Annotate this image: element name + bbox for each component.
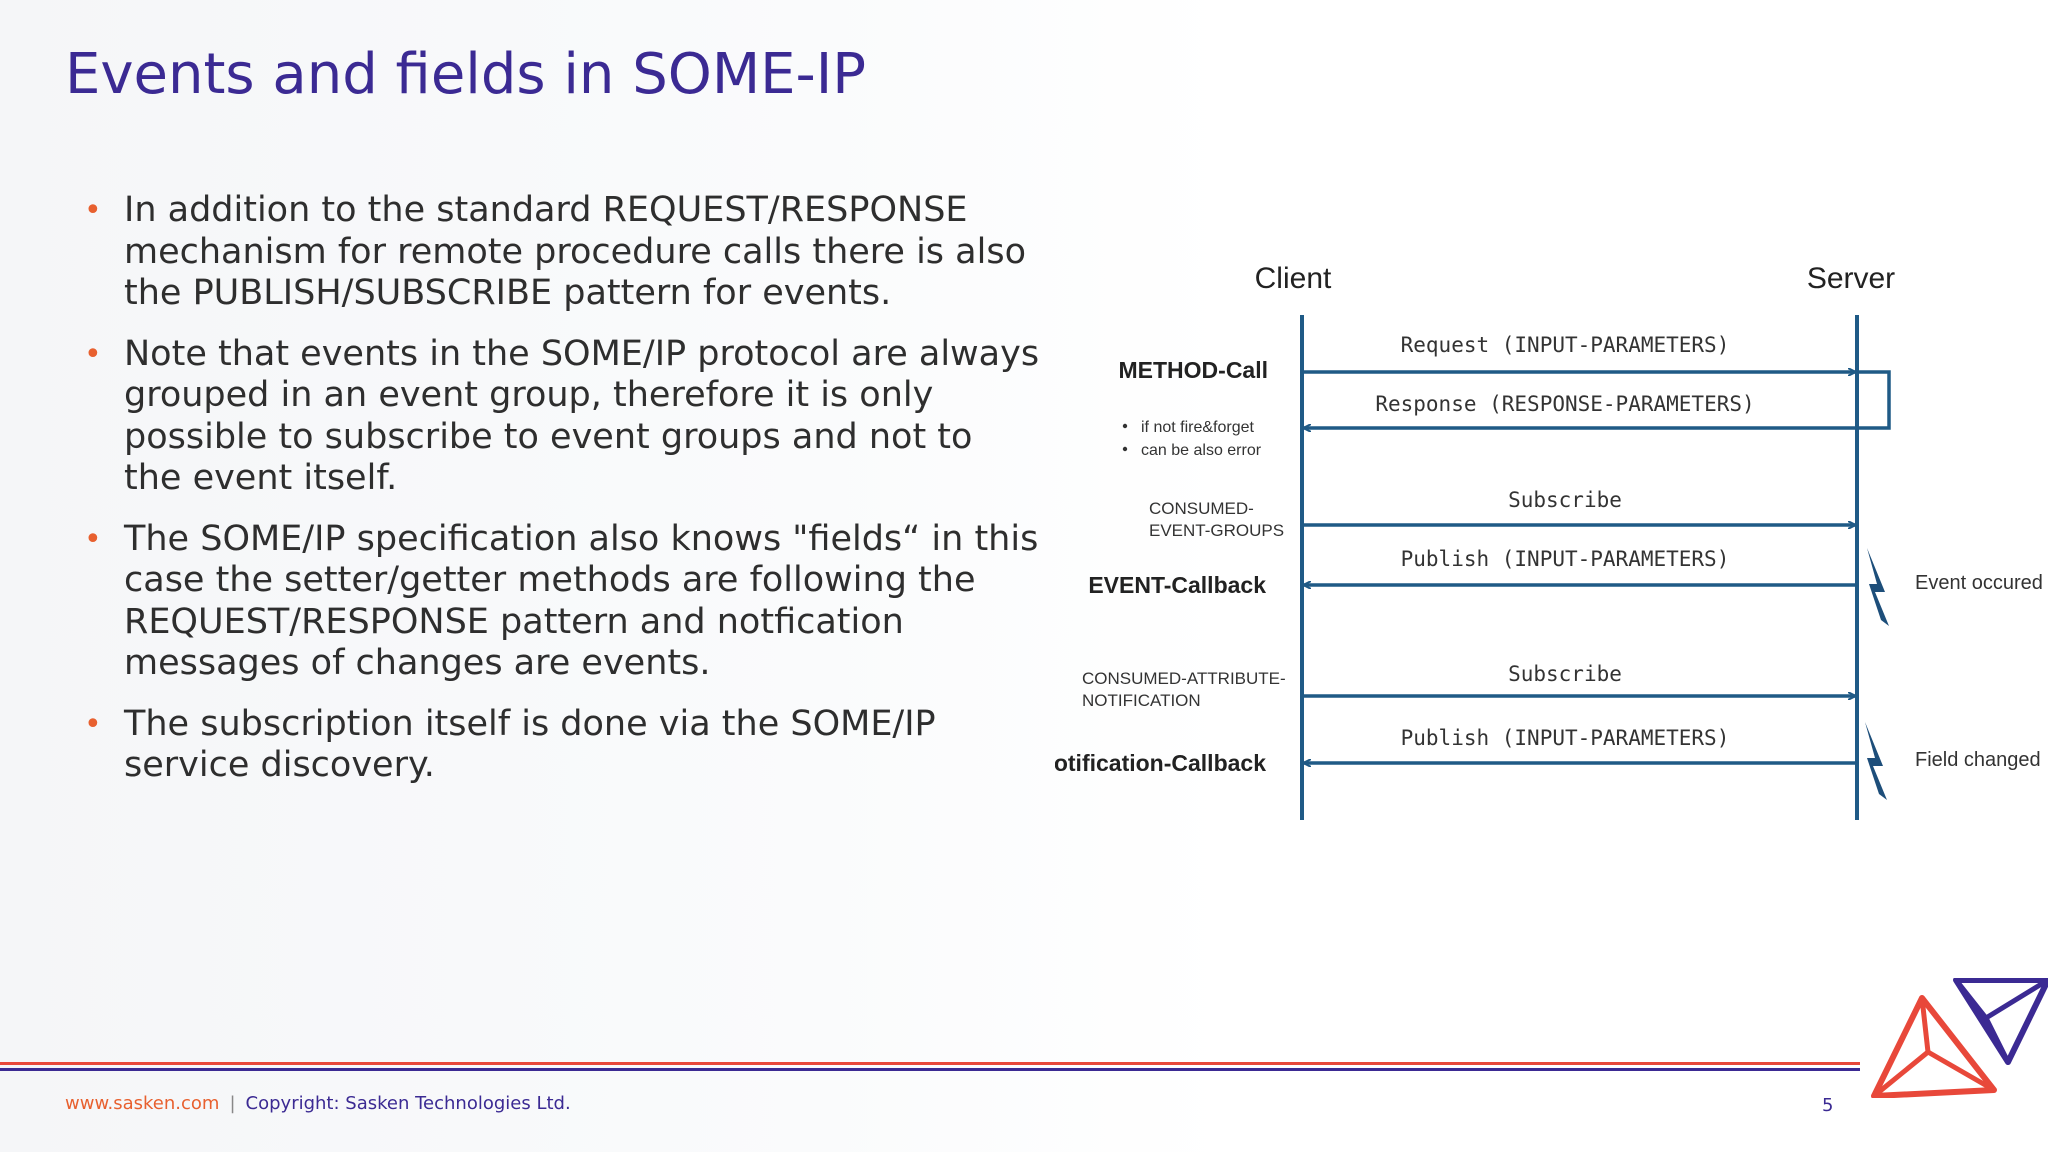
response-label: Response (RESPONSE-PARAMETERS) [1375,392,1754,416]
bullet-dot-icon [1122,446,1128,452]
bullet-item: • In addition to the standard REQUEST/RES… [80,190,1040,315]
bullet-dot-icon [1122,423,1128,429]
consumed-attribute-label: CONSUMED-ATTRIBUTE- [1082,669,1286,688]
bullet-dot-icon: • [84,706,102,742]
bullet-text: In addition to the standard REQUEST/RESP… [124,190,1026,313]
footer-copyright: Copyright: Sasken Technologies Ltd. [245,1093,571,1114]
bullet-list: • In addition to the standard REQUEST/RES… [80,190,1040,806]
bullet-text: Note that events in the SOME/IP protocol… [124,333,1040,499]
publish-label: Publish (INPUT-PARAMETERS) [1401,547,1730,571]
bullet-item: • Note that events in the SOME/IP protoco… [80,334,1040,500]
sequence-diagram: Client Server METHOD-Call if not fire&fo… [1055,262,2043,820]
bullet-dot-icon: • [84,521,102,557]
bullet-text: The SOME/IP specification also knows "fi… [124,518,1039,684]
subscribe-label: Subscribe [1508,488,1622,512]
sasken-logo-icon [1871,978,2048,1098]
slide-title: Events and fields in SOME-IP [65,42,867,107]
footer-separator: | [229,1093,236,1114]
footer-url-link[interactable]: www.sasken.com [65,1093,220,1114]
consumed-event-groups-label: CONSUMED- [1149,499,1254,518]
method-note: can be also error [1141,442,1262,459]
bullet-dot-icon: • [84,336,102,372]
lightning-icon [1865,722,1887,800]
bullet-item: • The SOME/IP specification also knows "f… [80,519,1040,685]
subscribe-label: Subscribe [1508,662,1622,686]
bullet-dot-icon: • [84,193,102,228]
event-occured-label: Event occured [1915,572,2043,594]
server-label: Server [1807,262,1895,295]
footer-divider-blue [0,1068,1860,1071]
footer: www.sasken.com | Copyright: Sasken Technol… [65,1093,571,1114]
footer-divider-red [0,1062,1860,1065]
page-number: 5 [1822,1095,1834,1116]
method-call-label: METHOD-Call [1119,357,1269,383]
field-changed-label: Field changed [1915,749,2041,771]
request-label: Request (INPUT-PARAMETERS) [1401,333,1730,357]
bullet-item: • The subscription itself is done via the… [80,704,1040,787]
event-callback-label: EVENT-Callback [1088,572,1266,598]
publish-label: Publish (INPUT-PARAMETERS) [1401,726,1730,750]
method-note: if not fire&forget [1141,419,1255,436]
bullet-text: The subscription itself is done via the … [124,703,936,786]
consumed-attribute-label: NOTIFICATION [1082,691,1201,710]
server-processing-bracket [1859,370,1891,430]
lightning-icon [1867,548,1889,626]
client-label: Client [1255,262,1332,295]
notification-callback-label: Notification-Callback [1055,750,1266,776]
consumed-event-groups-label: EVENT-GROUPS [1149,521,1284,540]
